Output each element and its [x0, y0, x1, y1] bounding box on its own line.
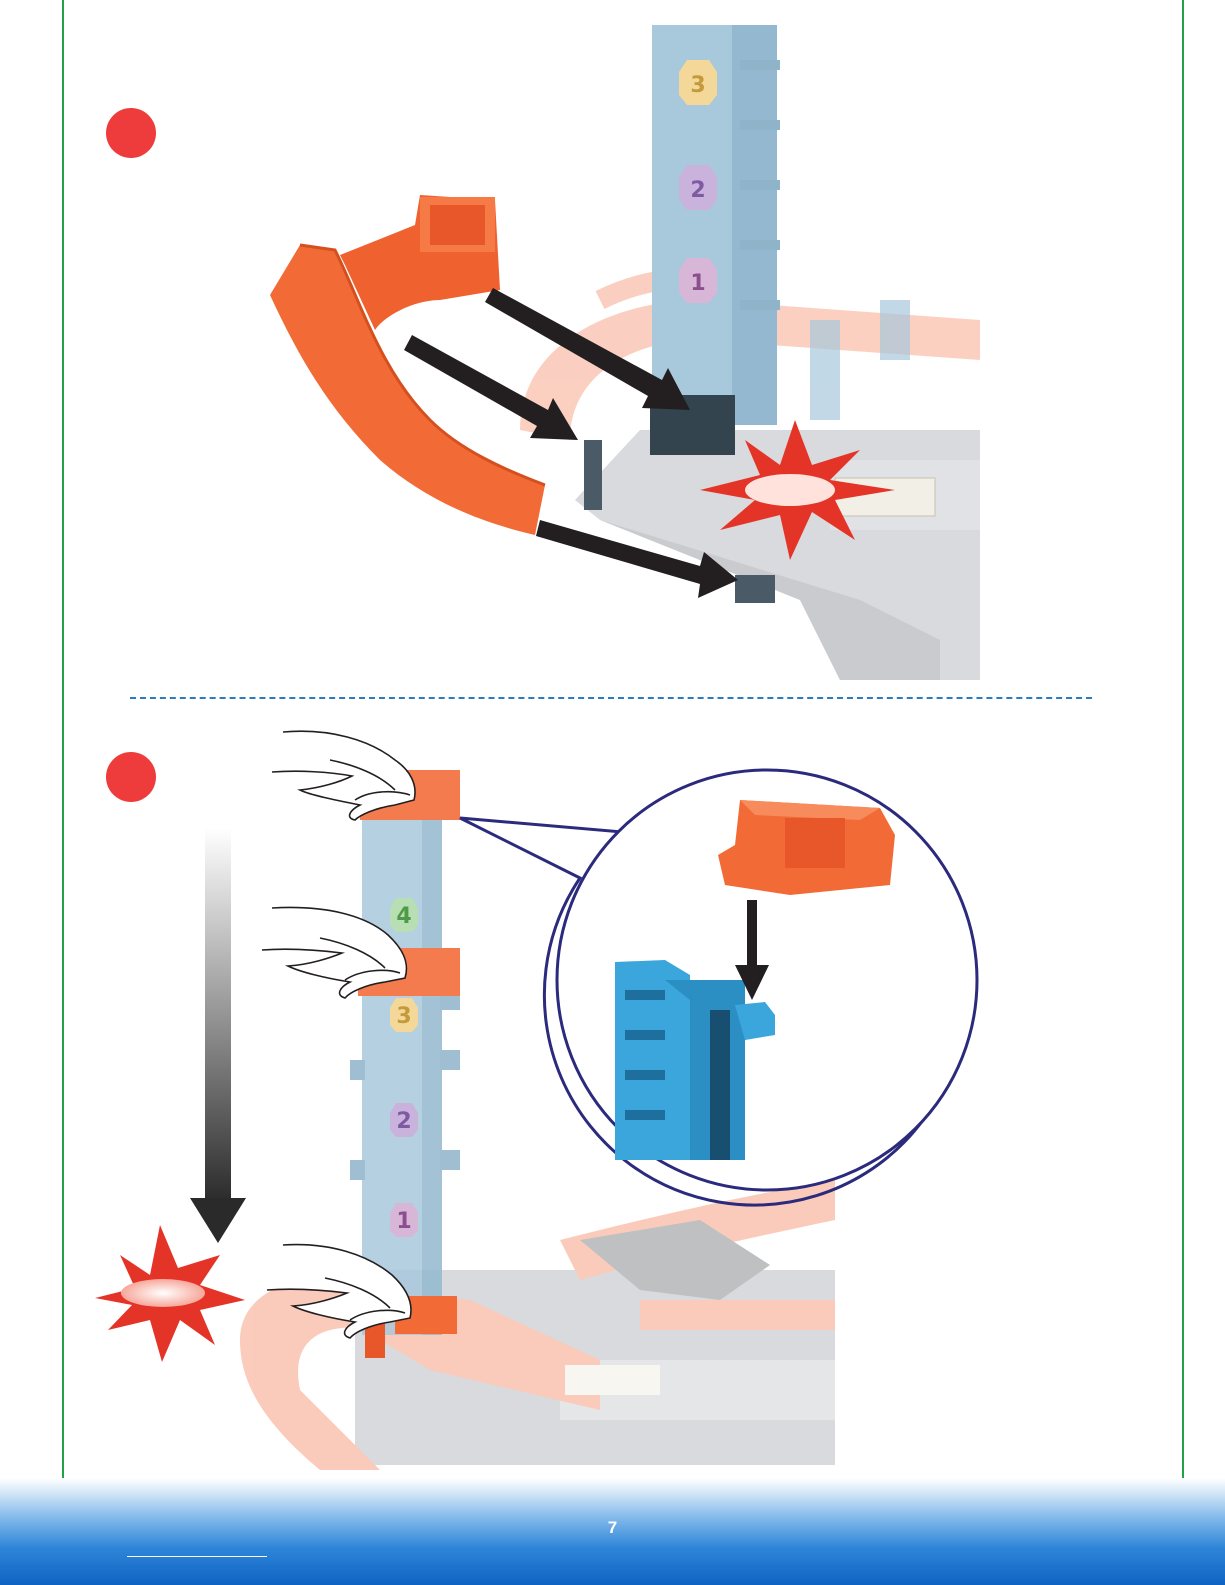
playset-base-lower	[240, 1180, 835, 1470]
svg-text:3: 3	[396, 1004, 411, 1029]
level-badge-3: 3	[390, 998, 418, 1032]
press-down-arrow-icon	[190, 828, 246, 1243]
svg-text:1: 1	[396, 1209, 411, 1234]
svg-text:4: 4	[396, 904, 411, 929]
tower-step2	[350, 805, 460, 1335]
level-badge-4: 4	[390, 898, 418, 932]
svg-text:2: 2	[396, 1109, 411, 1134]
step-2-illustration: 4 3 2 1	[0, 0, 1225, 1478]
footer-rule	[127, 1556, 267, 1557]
burst-icon	[95, 1225, 245, 1362]
level-badge-1: 1	[390, 1203, 418, 1237]
page-number: 7	[0, 1518, 1225, 1538]
orange-clip-zoomed	[718, 800, 895, 895]
zoom-callout-icon	[460, 770, 977, 1205]
level-badge-2: 2	[390, 1103, 418, 1137]
